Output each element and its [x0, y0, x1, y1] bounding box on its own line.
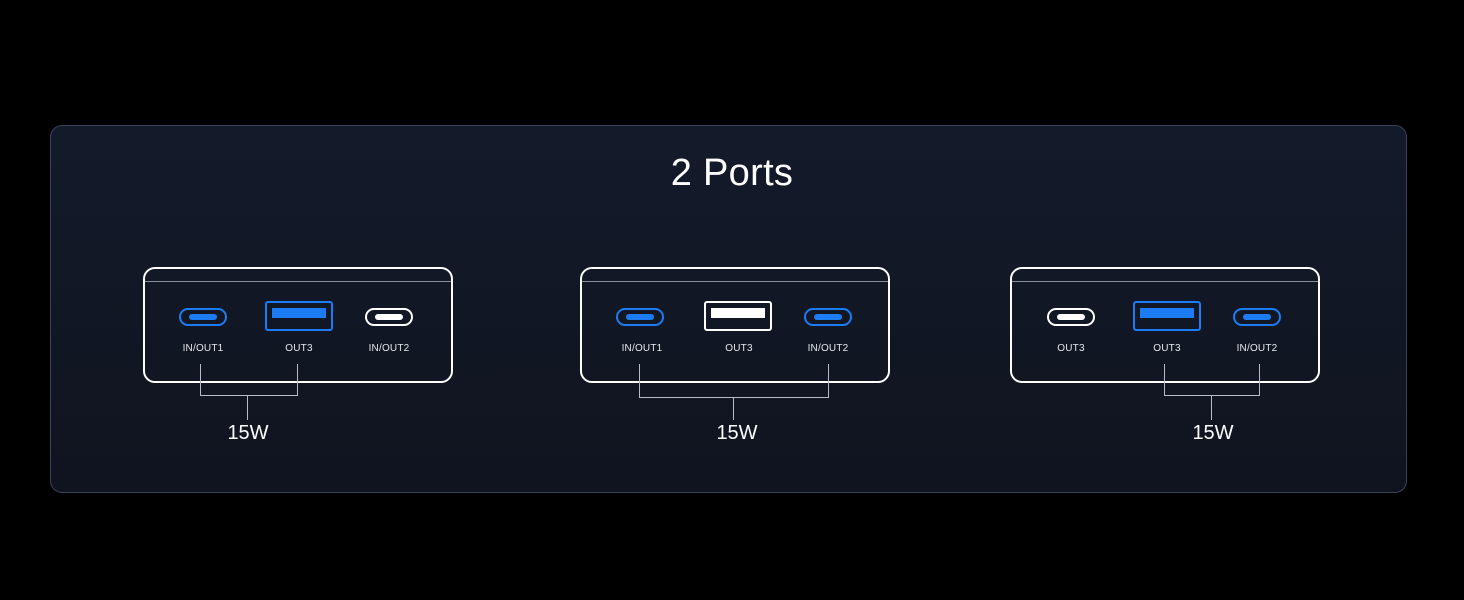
port-label: IN/OUT1 [621, 343, 663, 354]
power-bank-config-3: OUT3 OUT3 IN/OUT2 [1010, 267, 1320, 383]
usb-a-port-icon [265, 301, 333, 331]
usb-c-port-icon [616, 308, 664, 326]
port-label: OUT3 [1153, 343, 1181, 354]
power-output-label: 15W [227, 422, 269, 444]
port-label: OUT3 [725, 343, 753, 354]
device-top-edge [145, 281, 451, 282]
device-top-edge [1012, 281, 1318, 282]
port-group-bracket [639, 364, 829, 398]
bracket-stem [733, 398, 734, 420]
power-output-label: 15W [1192, 422, 1234, 444]
port-label: IN/OUT2 [807, 343, 849, 354]
power-bank-config-1: IN/OUT1 OUT3 IN/OUT2 [143, 267, 453, 383]
port-label: IN/OUT2 [368, 343, 410, 354]
port-label: OUT3 [1057, 343, 1085, 354]
port-group-bracket [1164, 364, 1260, 396]
usb-c-port-icon [1047, 308, 1095, 326]
power-output-label: 15W [716, 422, 758, 444]
bracket-stem [247, 396, 248, 420]
usb-c-port-icon [804, 308, 852, 326]
bracket-stem [1211, 396, 1212, 420]
device-top-edge [582, 281, 888, 282]
port-label: OUT3 [285, 343, 313, 354]
power-bank-config-2: IN/OUT1 OUT3 IN/OUT2 [580, 267, 890, 383]
usb-a-port-icon [704, 301, 772, 331]
usb-c-port-icon [179, 308, 227, 326]
usb-a-port-icon [1133, 301, 1201, 331]
port-label: IN/OUT1 [182, 343, 224, 354]
usb-c-port-icon [365, 308, 413, 326]
usb-c-port-icon [1233, 308, 1281, 326]
port-label: IN/OUT2 [1236, 343, 1278, 354]
port-group-bracket [200, 364, 298, 396]
diagram-title: 2 Ports [670, 152, 794, 194]
